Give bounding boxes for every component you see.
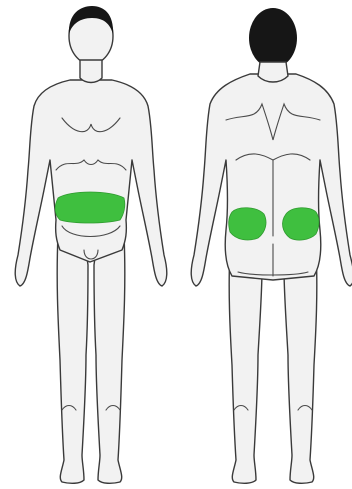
- front-right-leg: [94, 235, 125, 483]
- front-neck: [80, 60, 102, 83]
- back-torso: [191, 74, 352, 286]
- back-left-buttock-region: [229, 208, 266, 240]
- front-abdomen-region: [55, 192, 125, 223]
- back-neck: [258, 62, 288, 82]
- front-left-leg: [57, 235, 88, 483]
- back-right-buttock-region: [283, 208, 319, 240]
- front-figure: [15, 6, 167, 483]
- back-left-leg: [229, 250, 262, 483]
- back-right-leg: [284, 250, 317, 483]
- back-head: [249, 8, 297, 68]
- back-figure: [191, 8, 352, 483]
- front-torso: [15, 80, 167, 286]
